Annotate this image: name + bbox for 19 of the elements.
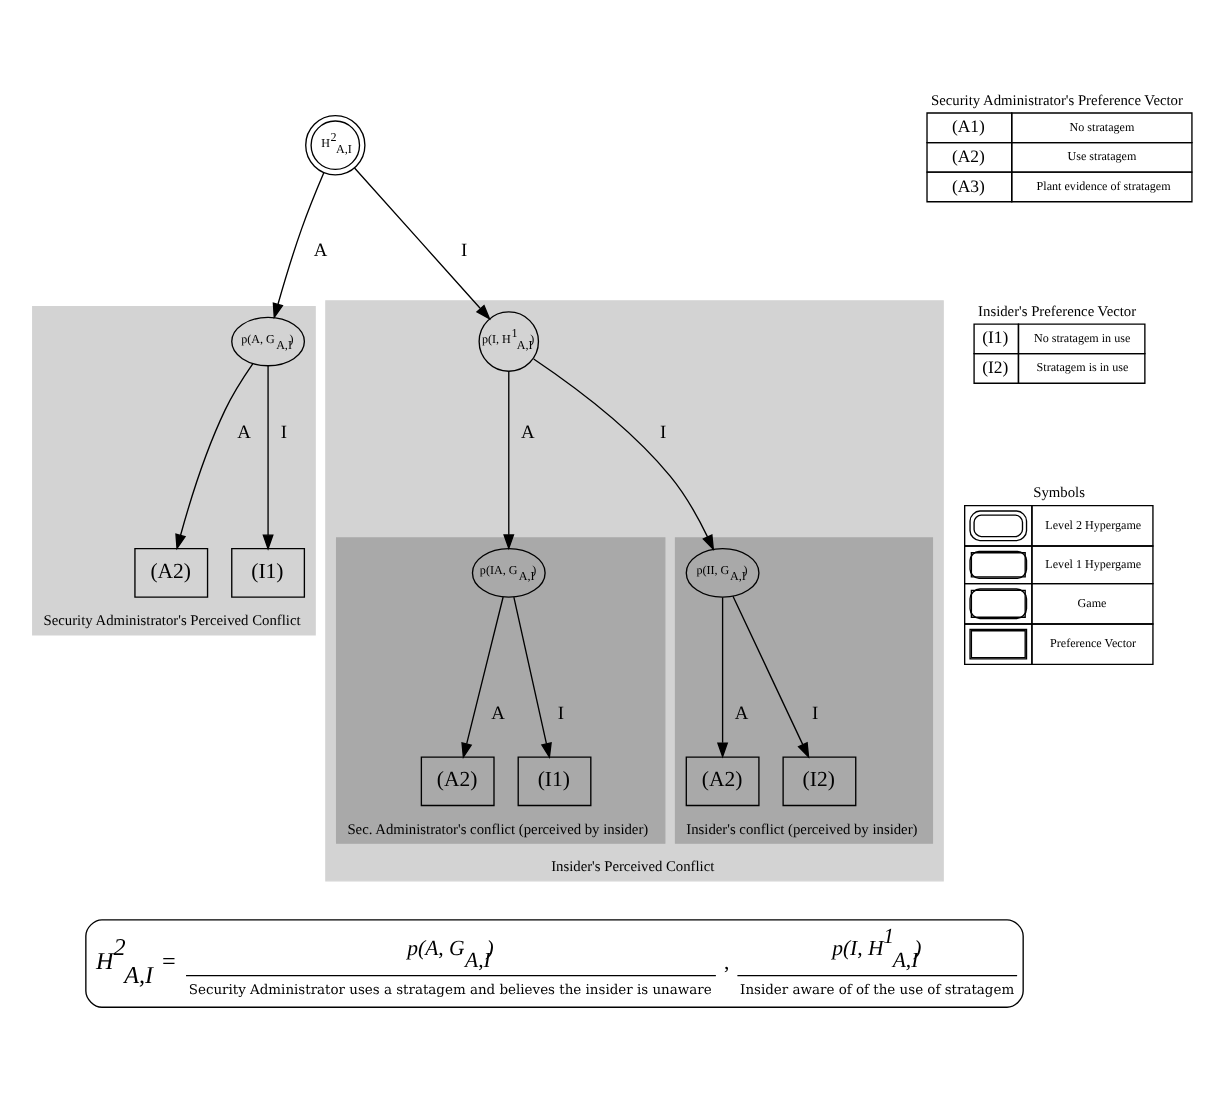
edge-label: I — [280, 424, 288, 444]
edge-label: A — [734, 705, 749, 726]
edge-label: I — [660, 424, 667, 444]
edge-label: A — [491, 705, 505, 726]
label: , — [723, 951, 730, 976]
label: (I1) — [982, 327, 1009, 348]
label: (A2) — [951, 145, 985, 166]
label: Security Administrator's Preference Vector — [931, 90, 1183, 109]
label: Symbols — [1033, 483, 1085, 502]
edge-label: A — [520, 424, 535, 444]
edge-label: I — [461, 242, 468, 263]
edge-label: A — [237, 424, 251, 444]
edge-label: I — [812, 705, 819, 726]
label: (A1) — [951, 116, 985, 137]
label: (I2) — [982, 357, 1009, 378]
label: (A3) — [951, 175, 985, 196]
edge-label: A — [313, 242, 328, 263]
label: Insider's Preference Vector — [978, 301, 1137, 320]
edge-label: I — [557, 705, 565, 726]
